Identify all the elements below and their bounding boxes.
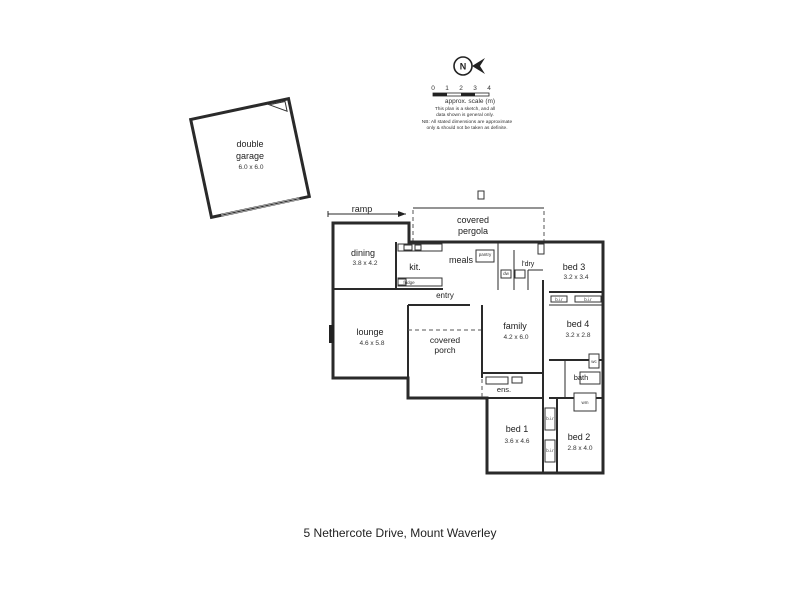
scale-bar: 0 1 2 3 4 approx. scale (m) This plan is… (422, 85, 513, 131)
dimension-note-line2: only & should not be taken as definite. (426, 125, 507, 131)
garage-block (188, 96, 312, 220)
bed4-name: bed 4 (567, 319, 590, 329)
bed1-name: bed 1 (506, 424, 529, 434)
entry-name: entry (436, 291, 454, 300)
property-address: 5 Nethercote Drive, Mount Waverley (303, 526, 497, 540)
scale-tick-3: 3 (473, 85, 477, 92)
garage-dims: 6.0 x 6.0 (239, 164, 264, 171)
pergola-label-line2: pergola (458, 226, 488, 236)
fridge-label: fridge (403, 280, 415, 285)
bed2-name: bed 2 (568, 432, 591, 442)
bed4-dims: 3.2 x 2.8 (566, 332, 591, 339)
dining-name: dining (351, 248, 375, 258)
interior-walls (333, 242, 603, 473)
bed3-robe-label: b.i.r (555, 297, 563, 302)
bed3-dims: 3.2 x 3.4 (564, 274, 589, 281)
ensuite-name: ens. (497, 385, 511, 394)
lounge-name: lounge (356, 327, 383, 337)
meals-name: meals (449, 255, 474, 265)
scale-label: approx. scale (m) (445, 98, 495, 105)
pergola-label-line1: covered (457, 215, 489, 225)
laundry-label: l'dry (522, 261, 535, 268)
compass-icon: N (453, 56, 485, 76)
covered-pergola: covered pergola (412, 190, 545, 242)
bed1-robe-label: b.i.r (546, 416, 554, 421)
sketch-note-line2: data shown is general only. (436, 112, 494, 118)
pantry-label: pantry (479, 252, 492, 257)
garage-name-line2: garage (236, 151, 264, 161)
bed1-dims: 3.6 x 4.6 (505, 438, 530, 445)
compass-letter: N (460, 62, 467, 72)
family-name: family (503, 321, 527, 331)
family-dims: 4.2 x 6.0 (504, 334, 529, 341)
bed3-name: bed 3 (563, 262, 586, 272)
bed4-robe-label: b.i.r (584, 297, 592, 302)
sketch-note-line1: This plan is a sketch, and all (435, 106, 495, 112)
porch-label-line1: covered (430, 335, 461, 345)
lounge-dims: 4.6 x 5.8 (360, 340, 385, 347)
house-outline (331, 221, 605, 475)
bath-name: bath (574, 373, 589, 382)
ramp: ramp (327, 204, 406, 217)
scale-tick-0: 0 (431, 85, 435, 92)
dimension-note-line1: NB: All stated dimensions are approximat… (422, 119, 513, 125)
scale-tick-1: 1 (445, 85, 449, 92)
ramp-label: ramp (352, 204, 373, 214)
porch-label-line2: porch (434, 345, 456, 355)
scale-tick-2: 2 (459, 85, 463, 92)
dining-dims: 3.8 x 4.2 (353, 260, 378, 267)
wc-label: wc (591, 359, 597, 364)
garage-name-line1: double (236, 139, 263, 149)
washing-machine-label: wm (582, 400, 589, 405)
kitchen-fixtures (397, 243, 545, 287)
kitchen-name: kit. (409, 262, 421, 272)
robe-fixtures (544, 295, 602, 463)
bathroom-fixtures (329, 325, 601, 412)
scale-tick-4: 4 (487, 85, 491, 92)
dishwasher-label: dw (503, 271, 510, 276)
bed2-dims: 2.8 x 4.0 (568, 445, 593, 452)
bed2-robe-label: b.i.r (546, 448, 554, 453)
